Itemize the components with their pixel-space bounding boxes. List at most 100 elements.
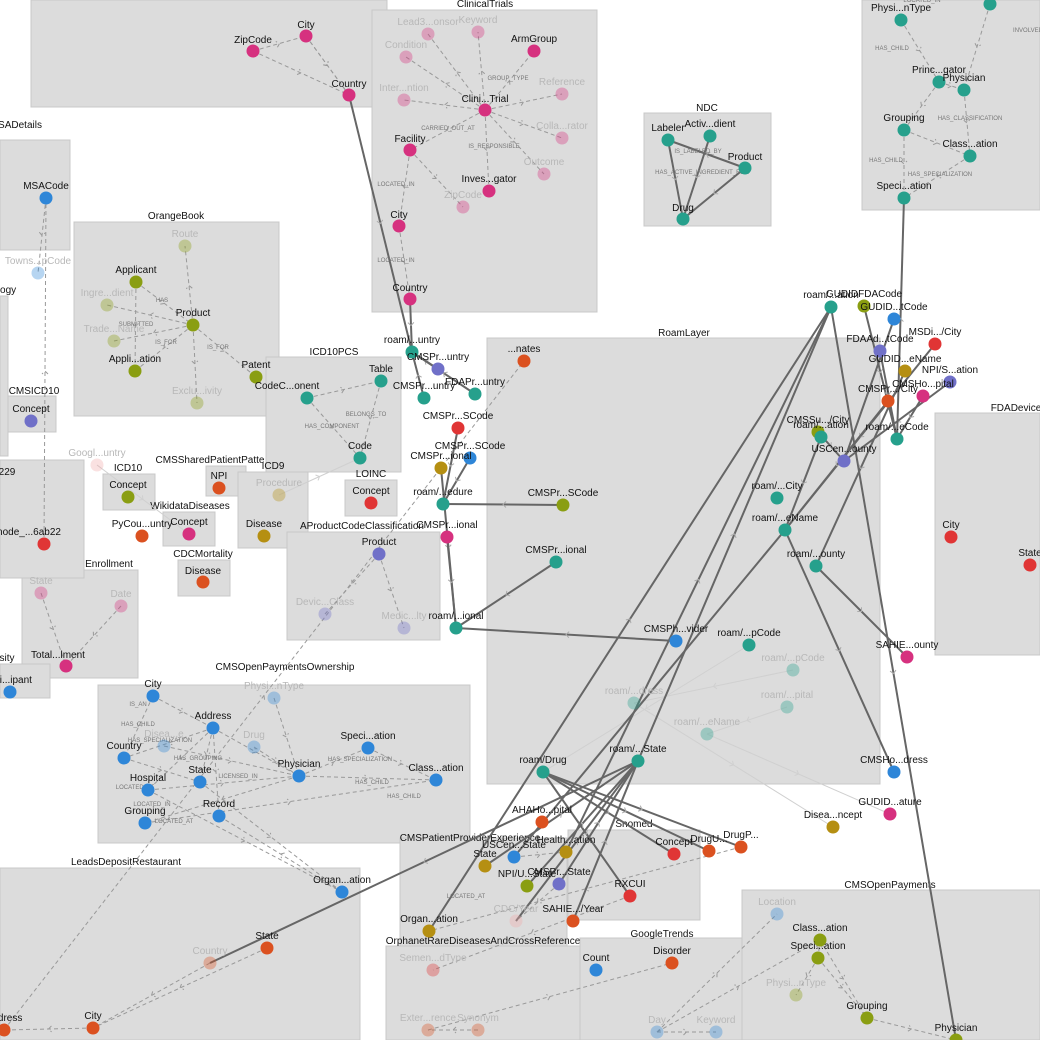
- node-dot[interactable]: [928, 337, 942, 351]
- node-dot[interactable]: [292, 769, 306, 783]
- node-dot[interactable]: [983, 0, 997, 11]
- graph-node[interactable]: Class...ation: [792, 923, 848, 947]
- graph-node[interactable]: Concept: [655, 837, 693, 861]
- graph-node[interactable]: Physician: [943, 73, 986, 97]
- node-dot[interactable]: [374, 374, 388, 388]
- node-dot[interactable]: [212, 481, 226, 495]
- node-dot[interactable]: [182, 527, 196, 541]
- graph-node[interactable]: Product: [362, 537, 397, 561]
- graph-node[interactable]: Code: [348, 441, 372, 465]
- node-dot[interactable]: [589, 963, 603, 977]
- node-dot[interactable]: [949, 1033, 963, 1040]
- node-dot[interactable]: [422, 924, 436, 938]
- node-dot[interactable]: [463, 451, 477, 465]
- graph-node[interactable]: GUDID...ature: [858, 797, 922, 821]
- node-dot[interactable]: [809, 559, 823, 573]
- node-dot[interactable]: [900, 650, 914, 664]
- node-dot[interactable]: [709, 1025, 723, 1039]
- node-dot[interactable]: [129, 275, 143, 289]
- node-dot[interactable]: [114, 599, 128, 613]
- node-dot[interactable]: [37, 537, 51, 551]
- node-dot[interactable]: [536, 765, 550, 779]
- graph-node[interactable]: Hospital: [130, 773, 166, 797]
- graph-node[interactable]: State: [29, 576, 53, 600]
- graph-node[interactable]: Procedure: [256, 478, 303, 502]
- graph-node[interactable]: PyCou...untry: [112, 519, 173, 543]
- group-box[interactable]: LeadsDepositRestaurant: [0, 857, 361, 1040]
- node-dot[interactable]: [837, 454, 851, 468]
- graph-node[interactable]: Activ...dient: [685, 119, 736, 143]
- node-dot[interactable]: [196, 575, 210, 589]
- graph-node[interactable]: Country: [331, 79, 367, 102]
- graph-node[interactable]: Country: [192, 946, 228, 970]
- node-dot[interactable]: [894, 13, 908, 27]
- node-dot[interactable]: [520, 879, 534, 893]
- graph-node[interactable]: City: [297, 20, 315, 43]
- graph-node[interactable]: CMSHo...dress: [860, 755, 928, 779]
- graph-node[interactable]: CDC/Year: [494, 904, 539, 928]
- node-dot[interactable]: [552, 877, 566, 891]
- graph-node[interactable]: SAHIE...ounty: [876, 640, 939, 664]
- node-dot[interactable]: [178, 239, 192, 253]
- node-dot[interactable]: [898, 364, 912, 378]
- graph-node[interactable]: Lead3...onsor: [397, 17, 459, 41]
- graph-node[interactable]: Grouping: [883, 113, 925, 137]
- graph-node[interactable]: roam/...ation: [793, 420, 849, 444]
- graph-node[interactable]: FDAPr...untry: [445, 377, 505, 401]
- node-dot[interactable]: [353, 451, 367, 465]
- graph-node[interactable]: ZipCode: [444, 190, 482, 214]
- graph-node[interactable]: NPI: [211, 471, 228, 495]
- graph-node[interactable]: roam/...eName: [752, 513, 819, 537]
- node-dot[interactable]: [770, 907, 784, 921]
- node-dot[interactable]: [770, 491, 784, 505]
- node-dot[interactable]: [405, 345, 419, 359]
- graph-node[interactable]: MSACode: [23, 181, 69, 205]
- graph-node[interactable]: Disorder: [653, 946, 692, 970]
- graph-node[interactable]: arti...ipant: [0, 675, 32, 699]
- node-dot[interactable]: [742, 638, 756, 652]
- group-box[interactable]: [861, 0, 1040, 211]
- graph-node[interactable]: Physi...nType: [871, 3, 931, 27]
- graph-node[interactable]: roam/Drug: [519, 755, 567, 779]
- graph-node[interactable]: State: [188, 765, 212, 789]
- graph-node[interactable]: roam/...untry: [384, 335, 440, 359]
- graph-node[interactable]: CMSPr...untry: [407, 352, 469, 376]
- graph-node[interactable]: Speci...ation: [876, 181, 932, 205]
- graph-node[interactable]: City: [84, 1011, 102, 1035]
- graph-node[interactable]: roam/...ounty: [787, 549, 845, 573]
- node-dot[interactable]: [417, 391, 431, 405]
- node-dot[interactable]: [703, 129, 717, 143]
- graph-node[interactable]: ArmGroup: [511, 34, 558, 58]
- node-dot[interactable]: [883, 807, 897, 821]
- node-dot[interactable]: [318, 607, 332, 621]
- graph-node[interactable]: DrugP...: [723, 830, 759, 854]
- group-box[interactable]: [30, 0, 388, 108]
- graph-node[interactable]: CMSPr...ional: [416, 520, 478, 544]
- group-box[interactable]: ClinicalTrials: [371, 0, 598, 313]
- node-dot[interactable]: [944, 530, 958, 544]
- node-dot[interactable]: [824, 300, 838, 314]
- graph-node[interactable]: Disea...ncept: [804, 810, 863, 834]
- graph-node[interactable]: CodeC...onent: [255, 381, 320, 405]
- node-dot[interactable]: [342, 88, 356, 102]
- node-dot[interactable]: [203, 956, 217, 970]
- node-dot[interactable]: [555, 131, 569, 145]
- node-dot[interactable]: [121, 490, 135, 504]
- node-dot[interactable]: [397, 93, 411, 107]
- node-dot[interactable]: [631, 754, 645, 768]
- node-dot[interactable]: [811, 951, 825, 965]
- node-dot[interactable]: [957, 83, 971, 97]
- graph-node[interactable]: State: [1018, 548, 1040, 572]
- graph-node[interactable]: GUDID...tCode: [860, 302, 928, 326]
- node-dot[interactable]: [559, 845, 573, 859]
- graph-node[interactable]: Total...lment: [31, 650, 85, 673]
- graph-node[interactable]: roam/...ation: [803, 290, 859, 314]
- graph-node[interactable]: Keyword: [697, 1015, 736, 1039]
- node-dot[interactable]: [881, 394, 895, 408]
- node-dot[interactable]: [456, 200, 470, 214]
- node-dot[interactable]: [107, 334, 121, 348]
- graph-node[interactable]: NPI/S...ation: [922, 365, 978, 389]
- node-dot[interactable]: [434, 461, 448, 475]
- node-dot[interactable]: [299, 29, 313, 43]
- graph-node[interactable]: Drug: [672, 203, 694, 226]
